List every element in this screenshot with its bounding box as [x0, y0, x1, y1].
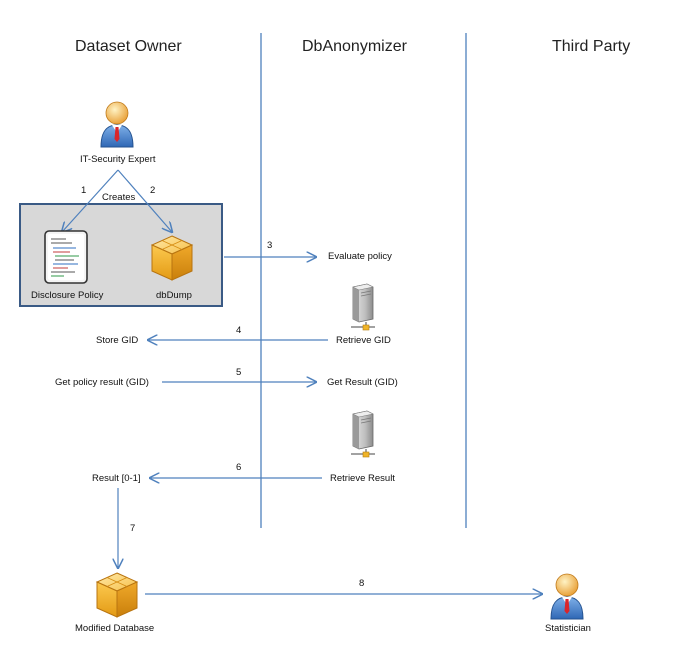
user-icon	[550, 573, 584, 620]
step-number-6: 6	[236, 462, 242, 473]
step-number-3: 3	[267, 240, 273, 251]
creates-label: Creates	[102, 192, 136, 203]
result-label: Result [0-1]	[92, 473, 141, 484]
lane-title-anonymizer: DbAnonymizer	[302, 38, 407, 55]
step-number-1: 1	[81, 185, 87, 196]
server-icon	[350, 410, 376, 458]
dbdump-label: dbDump	[156, 290, 192, 301]
actor-label-expert: IT-Security Expert	[80, 154, 156, 165]
actor-label-statistician: Statistician	[545, 623, 591, 634]
step-number-8: 8	[359, 578, 365, 589]
get-result-label: Get Result (GID)	[327, 377, 398, 388]
arrow-step-2	[117, 169, 172, 232]
retrieve-gid-label: Retrieve GID	[336, 335, 391, 346]
modified-database-label: Modified Database	[75, 623, 155, 634]
server-icon	[350, 283, 376, 331]
database-cube-icon	[151, 235, 193, 281]
step-number-4: 4	[236, 325, 242, 336]
disclosure-policy-label: Disclosure Policy	[31, 290, 104, 301]
retrieve-result-label: Retrieve Result	[330, 473, 395, 484]
step-number-5: 5	[236, 367, 242, 378]
database-cube-icon	[96, 572, 138, 618]
document-icon	[44, 230, 88, 284]
evaluate-policy-label: Evaluate policy	[328, 251, 392, 262]
lane-title-dataset-owner: Dataset Owner	[75, 38, 182, 55]
step-number-7: 7	[130, 523, 136, 534]
lane-title-third-party: Third Party	[552, 38, 631, 55]
arrow-step-1	[62, 169, 119, 232]
user-icon	[100, 101, 134, 148]
store-gid-label: Store GID	[96, 335, 139, 346]
step-number-2: 2	[150, 185, 156, 196]
get-policy-result-label: Get policy result (GID)	[55, 377, 149, 388]
